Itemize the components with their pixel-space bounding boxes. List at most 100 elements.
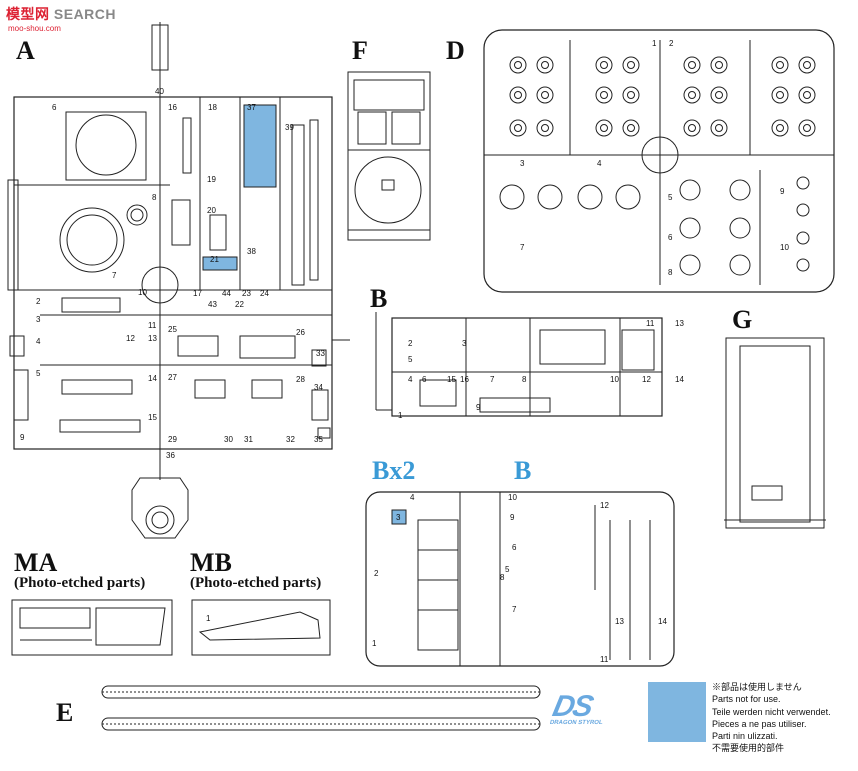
part-number: 23 bbox=[242, 289, 251, 298]
sprue-label-g: G bbox=[732, 305, 753, 334]
drive-sprocket bbox=[729, 217, 751, 239]
sprue-label-d: D bbox=[446, 36, 465, 65]
part-number: 1 bbox=[372, 639, 377, 648]
part-number: 15 bbox=[447, 375, 456, 384]
part-number: 24 bbox=[260, 289, 269, 298]
track-e-drawing bbox=[101, 685, 541, 731]
part-number: 31 bbox=[244, 435, 253, 444]
part-number: 25 bbox=[168, 325, 177, 334]
idler-wheel bbox=[577, 184, 603, 210]
drive-sprocket bbox=[679, 217, 701, 239]
drive-sprocket bbox=[729, 179, 751, 201]
idler-wheel bbox=[499, 184, 525, 210]
part-number: 10 bbox=[610, 375, 619, 384]
part-number: 33 bbox=[316, 349, 325, 358]
fret-ma-note: (Photo-etched parts) bbox=[14, 575, 146, 591]
part-number: 11 bbox=[600, 655, 609, 664]
part-number: 28 bbox=[296, 375, 305, 384]
drive-sprocket bbox=[729, 254, 751, 276]
part-number: 8 bbox=[152, 193, 157, 202]
sprue-label-f: F bbox=[352, 36, 368, 65]
part-number: 19 bbox=[207, 175, 216, 184]
track-label-e: E bbox=[56, 698, 74, 727]
road-wheel bbox=[536, 119, 554, 137]
part-number: 7 bbox=[520, 243, 525, 252]
watermark-url: moo-shou.com bbox=[8, 24, 61, 33]
sprue-d-drawing bbox=[483, 29, 835, 293]
part-number: 26 bbox=[296, 328, 305, 337]
part-number: 12 bbox=[126, 334, 135, 343]
road-wheel bbox=[771, 119, 789, 137]
road-wheel bbox=[683, 86, 701, 104]
part-number: 32 bbox=[286, 435, 295, 444]
road-wheel bbox=[798, 119, 816, 137]
part-number: 6 bbox=[512, 543, 517, 552]
return-roller bbox=[796, 258, 810, 272]
watermark: 模型网 SEARCH bbox=[6, 6, 117, 22]
part-number: 9 bbox=[510, 513, 515, 522]
part-number: 7 bbox=[112, 271, 117, 280]
road-wheel bbox=[622, 119, 640, 137]
part-number: 5 bbox=[505, 565, 510, 574]
part-number: 12 bbox=[642, 375, 651, 384]
road-wheel bbox=[536, 56, 554, 74]
part-number: 13 bbox=[148, 334, 157, 343]
part-number: 2 bbox=[669, 39, 674, 48]
part-number: 3 bbox=[462, 339, 467, 348]
part-number: 4 bbox=[410, 493, 415, 502]
fret-ma-drawing bbox=[11, 599, 173, 656]
return-roller bbox=[796, 231, 810, 245]
part-number: 14 bbox=[148, 374, 157, 383]
part-number: 4 bbox=[597, 159, 602, 168]
idler-wheel bbox=[537, 184, 563, 210]
part-number: 5 bbox=[408, 355, 413, 364]
part-number: 17 bbox=[193, 289, 202, 298]
bx2-highlight-3 bbox=[391, 509, 407, 525]
part-number: 27 bbox=[168, 373, 177, 382]
road-wheel bbox=[710, 86, 728, 104]
part-number: 10 bbox=[780, 243, 789, 252]
idler-wheel bbox=[615, 184, 641, 210]
fret-mb-drawing bbox=[191, 599, 331, 656]
part-number: 8 bbox=[668, 268, 673, 277]
part-number: 3 bbox=[396, 513, 401, 522]
fret-label-ma: MA bbox=[14, 548, 58, 577]
sprue-a-drawing bbox=[7, 22, 350, 539]
part-number: 7 bbox=[490, 375, 495, 384]
part-number: 15 bbox=[148, 413, 157, 422]
part-number: 2 bbox=[408, 339, 413, 348]
road-wheel bbox=[509, 119, 527, 137]
a-highlight-37 bbox=[243, 104, 277, 188]
road-wheel bbox=[710, 119, 728, 137]
part-number: 29 bbox=[168, 435, 177, 444]
sprue-label-a: A bbox=[16, 36, 35, 65]
part-number: 40 bbox=[155, 87, 164, 96]
part-number: 44 bbox=[222, 289, 231, 298]
sprue-label-b: B bbox=[370, 284, 388, 313]
part-number: 8 bbox=[522, 375, 527, 384]
road-wheel bbox=[798, 56, 816, 74]
legend-color-swatch bbox=[648, 682, 706, 742]
part-number: 6 bbox=[52, 103, 57, 112]
part-number: 4 bbox=[36, 337, 41, 346]
part-number: 9 bbox=[476, 403, 481, 412]
part-number: 43 bbox=[208, 300, 217, 309]
part-number: 9 bbox=[780, 187, 785, 196]
drive-sprocket bbox=[679, 179, 701, 201]
part-number: 10 bbox=[138, 288, 147, 297]
road-wheel bbox=[798, 86, 816, 104]
road-wheel bbox=[771, 56, 789, 74]
part-number: 2 bbox=[36, 297, 41, 306]
part-number: 11 bbox=[646, 319, 655, 328]
drive-sprocket bbox=[679, 254, 701, 276]
part-number: 36 bbox=[166, 451, 175, 460]
road-wheel bbox=[710, 56, 728, 74]
sprue-f-drawing bbox=[347, 71, 431, 241]
part-number: 5 bbox=[36, 369, 41, 378]
part-number: 1 bbox=[652, 39, 657, 48]
part-number: 14 bbox=[658, 617, 667, 626]
road-wheel bbox=[509, 56, 527, 74]
